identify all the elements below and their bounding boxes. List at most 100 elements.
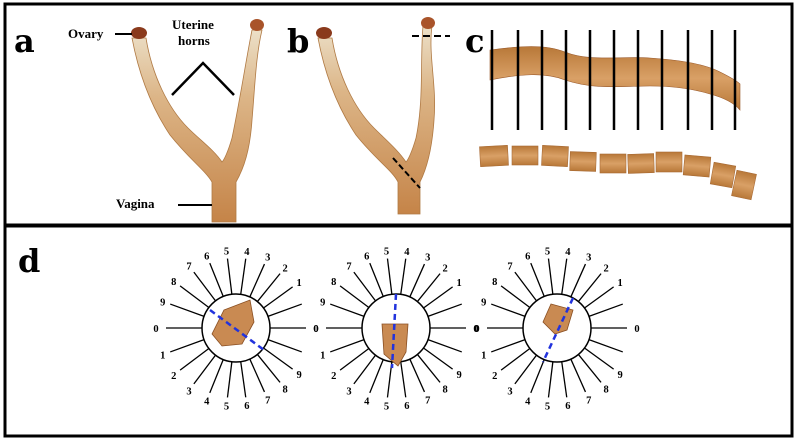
tissue-segment-c-8 xyxy=(682,154,712,178)
dial-1-label-lower-5: 5 xyxy=(224,401,229,412)
dial-1-spoke-upper-3 xyxy=(193,271,217,302)
dial-2-spoke-upper-1 xyxy=(329,303,365,317)
dial-1-spoke-upper-5 xyxy=(226,258,233,295)
panel-letter-b: b xyxy=(287,22,309,60)
dial-2-label-lower-1: 1 xyxy=(320,351,325,362)
dial-3-label-upper-5: 5 xyxy=(545,247,550,258)
dial-1-label-lower-6: 6 xyxy=(244,401,249,412)
dial-3-mesometrial-axis xyxy=(541,297,575,363)
dial-2-label-upper-7: 3 xyxy=(425,253,430,264)
tissue-segment-c-3 xyxy=(541,145,569,167)
panel-letter-c: c xyxy=(465,22,484,60)
dial-2-label-lower-3: 3 xyxy=(346,386,351,397)
dial-3-spoke-lower-2 xyxy=(500,347,531,371)
dial-3-spoke-upper-2 xyxy=(500,285,531,309)
dial-2-label-lower-9: 9 xyxy=(456,370,461,381)
dial-3-spoke-lower-6 xyxy=(561,361,568,398)
dial-2-spoke-upper-6 xyxy=(400,258,407,295)
tissue-segment-c-4 xyxy=(569,151,597,172)
dial-1-spoke-upper-8 xyxy=(256,273,281,302)
dial-1-spoke-lower-7 xyxy=(249,358,266,393)
dial-1-label-lower-1: 1 xyxy=(160,351,165,362)
label-vagina: Vagina xyxy=(116,196,155,211)
dial-3-label-lower-7: 7 xyxy=(586,395,591,406)
dial-1-spoke-upper-4 xyxy=(209,262,224,297)
panel-letter-a: a xyxy=(14,22,35,60)
dial-1-spoke-upper-9 xyxy=(263,286,294,309)
dial-1-mesometrial-axis xyxy=(209,308,265,352)
dial-2-label-lower-7: 7 xyxy=(425,395,430,406)
dial-1-label-upper-2: 8 xyxy=(171,277,176,288)
dial-1-label-upper-4: 6 xyxy=(204,252,209,263)
dial-3-spoke-upper-10 xyxy=(588,303,624,317)
dial-2-spoke-upper-3 xyxy=(353,271,377,302)
dial-2-spoke-upper-8 xyxy=(416,273,441,302)
dial-3-spoke-lower-9 xyxy=(584,347,615,370)
dial-1-label-lower-8: 8 xyxy=(282,385,287,396)
panel-b: b xyxy=(287,17,450,215)
dial-3-spoke-lower-7 xyxy=(570,358,587,393)
dial-3-label-zero-left: 0 xyxy=(474,324,479,335)
dial-3-spoke-lower-5 xyxy=(547,361,554,398)
dial-3-label-upper-9: 1 xyxy=(617,278,622,289)
dial-2-label-upper-4: 6 xyxy=(364,252,369,263)
dial-3-spoke-lower-10 xyxy=(588,339,624,353)
tissue-segment-c-10 xyxy=(731,169,757,201)
dial-3-spoke-upper-5 xyxy=(547,258,554,295)
dial-3-label-lower-9: 9 xyxy=(617,370,622,381)
dial-2-spoke-lower-3 xyxy=(353,354,377,385)
panel-c: c xyxy=(465,22,757,201)
tissue-segment-c-2 xyxy=(511,145,539,166)
dial-2-spoke-lower-6 xyxy=(400,361,407,398)
dial-3-spoke-lower-8 xyxy=(577,354,602,383)
dial-1-spoke-upper-1 xyxy=(169,303,205,317)
dial-1-spoke-upper-6 xyxy=(240,258,247,295)
dial-1-spoke-lower-10 xyxy=(267,339,303,353)
dial-3-label-upper-6: 4 xyxy=(565,247,571,258)
dial-1-spoke-upper-7 xyxy=(249,263,266,298)
label-ovary: Ovary xyxy=(68,26,104,41)
dial-3-spoke-upper-8 xyxy=(577,273,602,302)
dial-3-spoke-upper-3 xyxy=(514,271,538,302)
panel-letter-d: d xyxy=(18,242,40,280)
dial-2-spoke-lower-10 xyxy=(427,339,463,353)
dial-2-spoke-upper-10 xyxy=(427,303,463,317)
dial-3-spoke-upper-6 xyxy=(561,258,568,295)
dial-3-label-lower-2: 2 xyxy=(492,371,497,382)
ovary-right-b xyxy=(421,17,435,29)
dial-1-spoke-lower-6 xyxy=(240,361,247,398)
dial-1-spoke-lower-4 xyxy=(209,359,224,394)
dial-2-spoke-lower-9 xyxy=(423,347,454,370)
dial-3-spoke-lower-3 xyxy=(514,354,538,385)
tissue-segment-c-5 xyxy=(599,153,627,174)
dial-1-spoke-lower-5 xyxy=(226,361,233,398)
dial-3-label-lower-1: 1 xyxy=(481,351,486,362)
dial-3-spoke-upper-7 xyxy=(570,263,587,298)
dial-2-mesometrial-axis xyxy=(390,293,398,369)
dial-3-spoke-lower-4 xyxy=(530,359,545,394)
dial-1-label-lower-4: 4 xyxy=(204,396,210,407)
dial-2-spoke-lower-1 xyxy=(329,339,365,353)
dial-1-label-upper-3: 7 xyxy=(186,262,191,273)
tissue-segment-c-1 xyxy=(479,144,509,168)
dial-1-label-upper-8: 2 xyxy=(282,263,287,274)
dial-2-tissue-section xyxy=(381,323,409,367)
dial-3-spoke-upper-1 xyxy=(490,303,526,317)
dial-2-label-lower-4: 4 xyxy=(364,396,370,407)
dial-1-spoke-lower-8 xyxy=(256,354,281,383)
dial-2-spoke-lower-7 xyxy=(409,358,426,393)
horns-pointer xyxy=(171,61,235,96)
dial-3-label-lower-5: 5 xyxy=(545,401,550,412)
dial-1-label-lower-7: 7 xyxy=(265,395,270,406)
dial-3-label-upper-8: 2 xyxy=(603,263,608,274)
dial-3-spoke-lower-1 xyxy=(490,339,526,353)
ovary-left-a xyxy=(131,27,147,39)
dial-2-label-zero-left: 0 xyxy=(313,324,318,335)
ovary-right-a xyxy=(250,19,264,31)
dial-2-spoke-lower-8 xyxy=(416,354,441,383)
